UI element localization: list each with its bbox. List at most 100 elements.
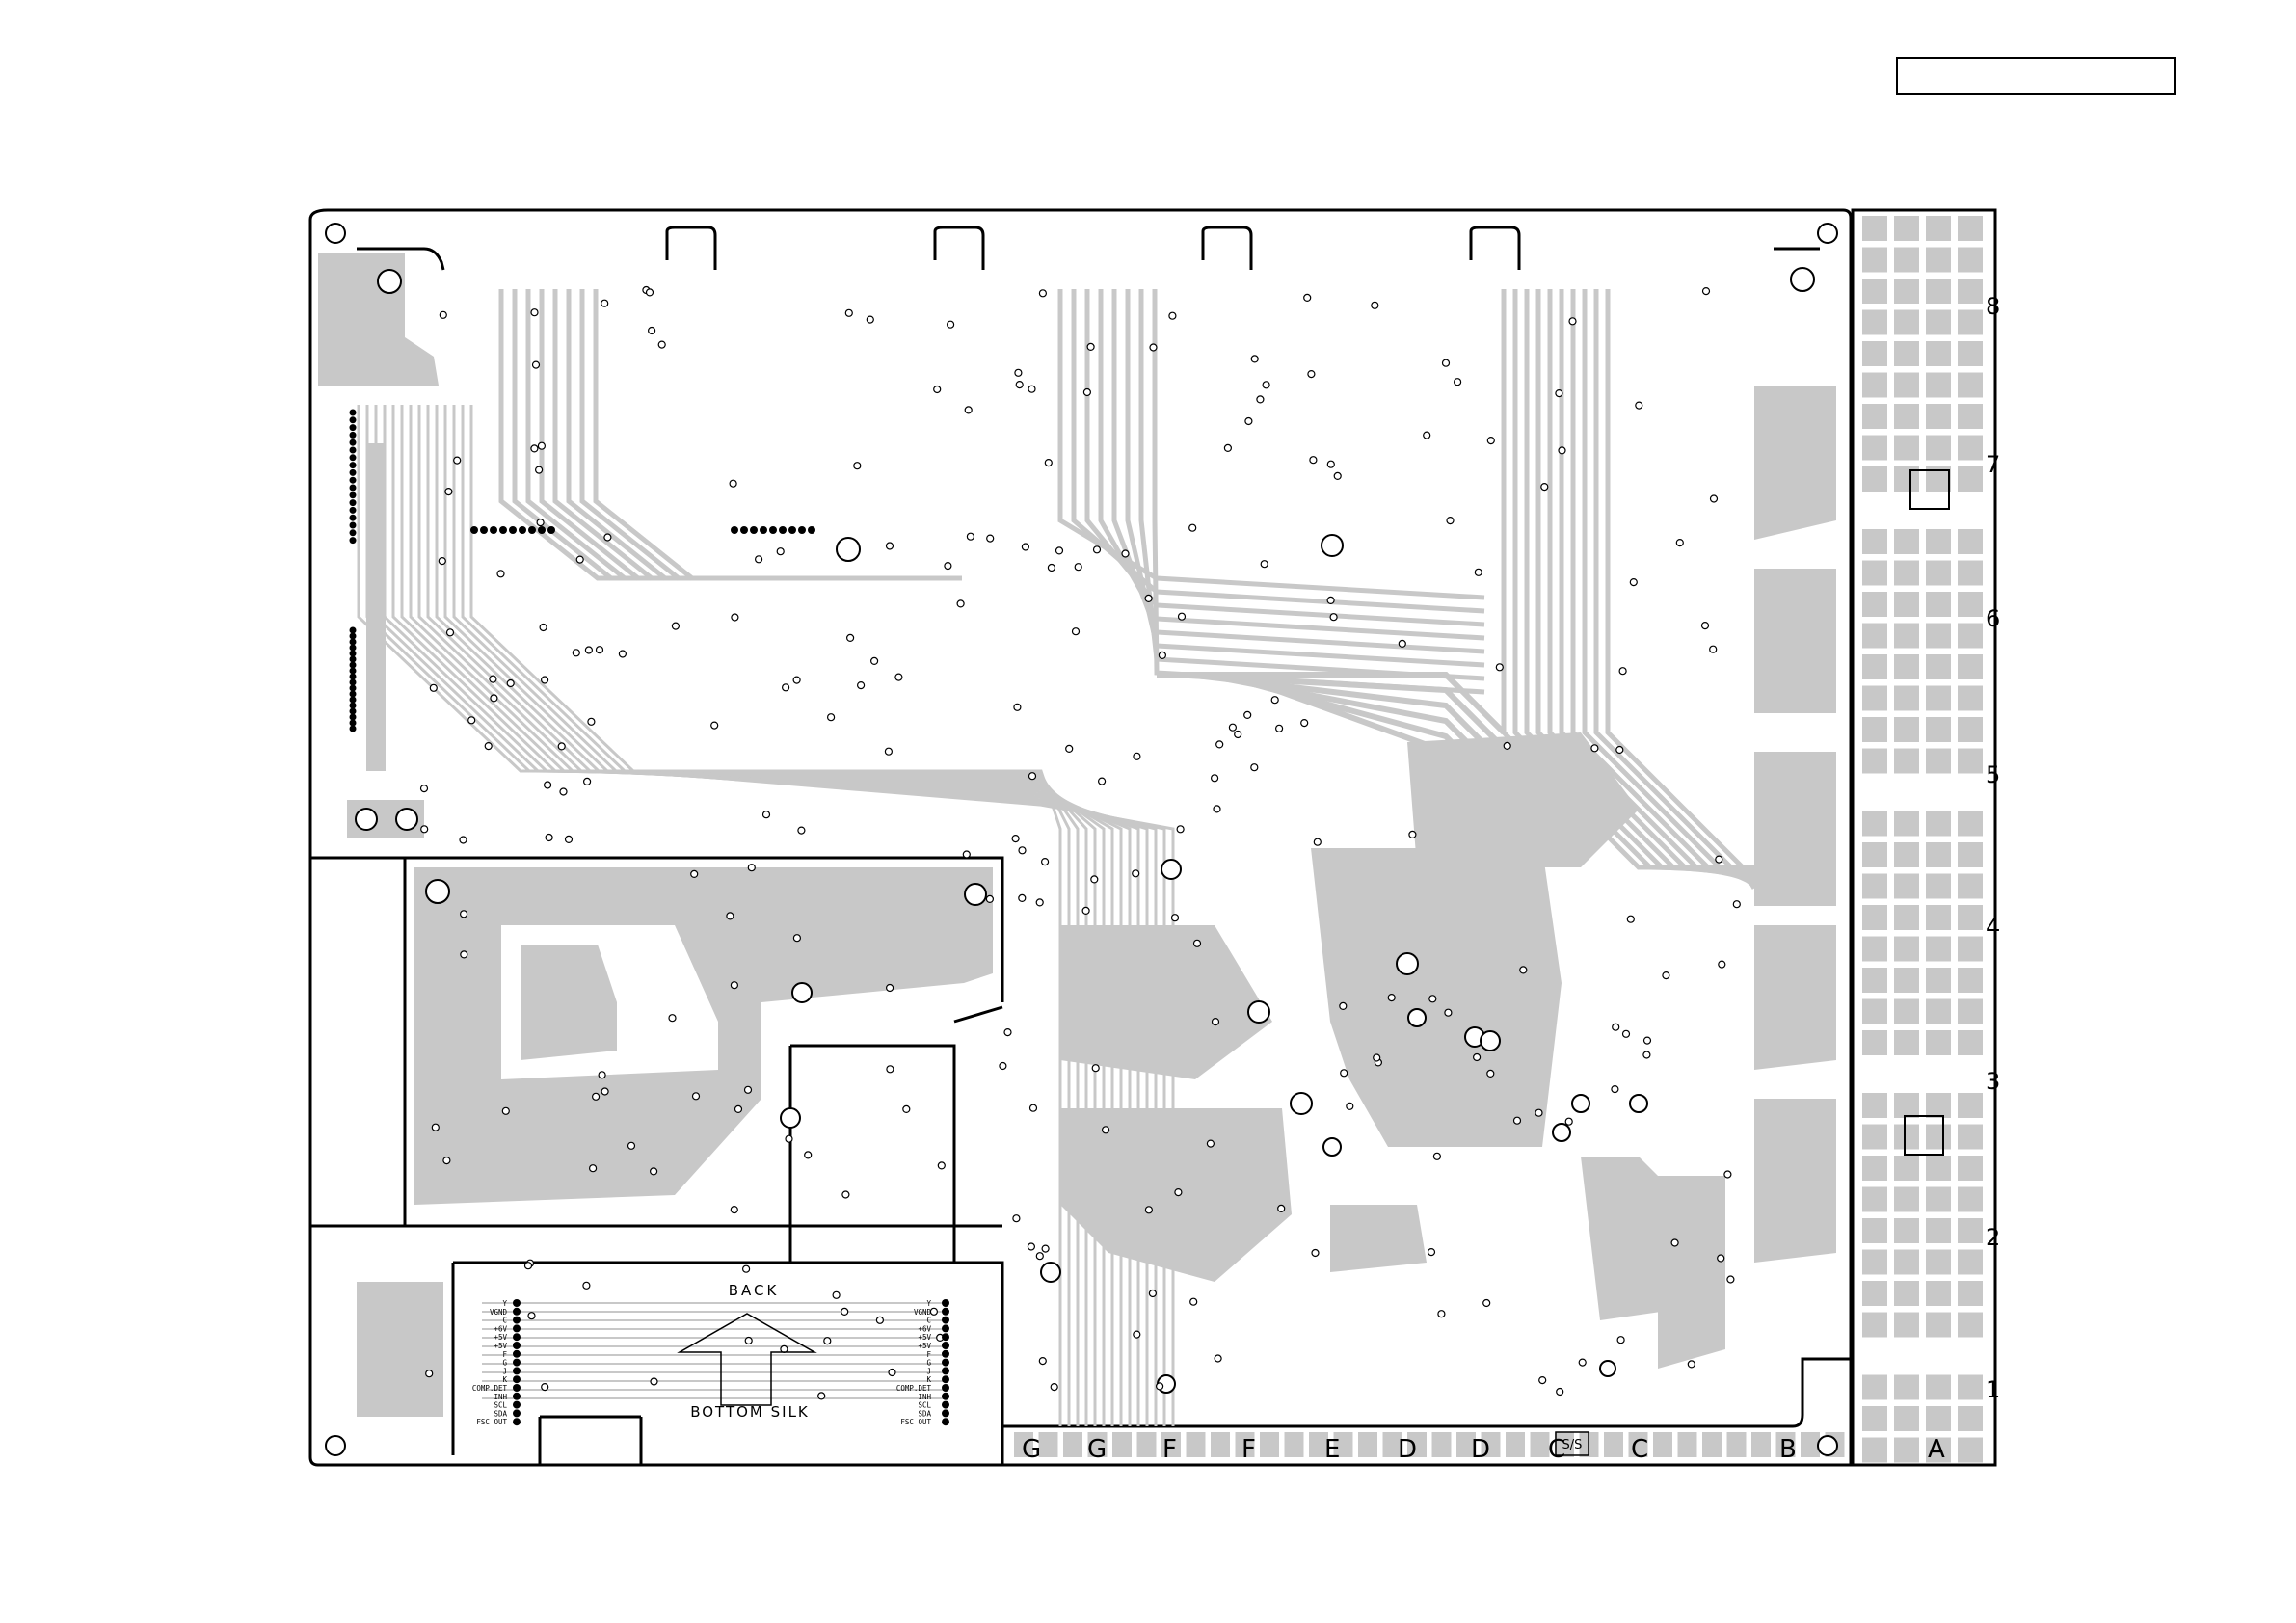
via [485, 743, 492, 750]
edge-pad [1862, 654, 1887, 679]
row-number: 6 [1986, 605, 2000, 632]
edge-pad [1894, 1375, 1919, 1400]
connector-label: VGND [914, 1308, 932, 1317]
bottom-pad [1506, 1432, 1525, 1457]
header-pin [519, 526, 526, 534]
row-number: 3 [1986, 1068, 2000, 1095]
via [1235, 732, 1241, 738]
header-pin [779, 526, 787, 534]
via [1000, 1063, 1006, 1070]
via [1091, 876, 1098, 883]
edge-pad [1958, 1281, 1983, 1306]
via [1443, 359, 1450, 366]
via [887, 1066, 894, 1073]
edge-pad [1894, 310, 1919, 335]
via [987, 535, 994, 542]
via [731, 982, 737, 989]
via [824, 1338, 831, 1344]
column-letter: C [1548, 1435, 1565, 1464]
via [1429, 996, 1436, 1002]
via [1056, 547, 1063, 554]
header-pin [942, 1333, 949, 1341]
via [1214, 806, 1220, 812]
via [432, 1124, 439, 1131]
via [1257, 396, 1264, 403]
via [538, 442, 545, 449]
via [1194, 940, 1201, 946]
header-pin [350, 720, 357, 727]
mount-hole [781, 1108, 800, 1128]
mount-hole [1600, 1361, 1615, 1376]
via [833, 1291, 840, 1298]
via [1015, 369, 1022, 376]
via [743, 1265, 750, 1272]
edge-pad [1926, 686, 1951, 711]
bottom-pad [1039, 1432, 1058, 1457]
header-pin [350, 639, 357, 646]
edge-pad [1958, 436, 1983, 461]
bottom-pad [1653, 1432, 1672, 1457]
via [763, 812, 770, 818]
via [445, 489, 452, 495]
via [468, 717, 475, 724]
via [1716, 856, 1722, 863]
via [1399, 640, 1405, 647]
edge-pad [1862, 404, 1887, 429]
edge-pad [1926, 905, 1951, 930]
edge-pad [1894, 529, 1919, 554]
header-pin [942, 1367, 949, 1374]
header-pin [350, 410, 357, 416]
via [651, 1378, 657, 1385]
via [507, 680, 514, 687]
via [786, 1135, 792, 1142]
via [1212, 775, 1218, 782]
header-pin [350, 703, 357, 709]
header-pin [513, 1367, 521, 1374]
edge-pad [1894, 404, 1919, 429]
via [876, 1317, 883, 1323]
title-box [1897, 58, 2175, 94]
via [533, 361, 540, 368]
edge-pad [1958, 905, 1983, 930]
connector-label: SDA [918, 1409, 931, 1418]
edge-pad [1894, 248, 1919, 273]
edge-pad [1862, 624, 1887, 649]
via [828, 714, 835, 721]
edge-pad [1958, 1313, 1983, 1338]
edge-pad [1862, 842, 1887, 867]
edge-pad [1958, 686, 1983, 711]
via [1245, 418, 1252, 425]
via [731, 1207, 737, 1213]
via [1087, 343, 1094, 350]
header-pin [350, 633, 357, 640]
via [1019, 894, 1026, 901]
edge-pad [1958, 404, 1983, 429]
via [1179, 613, 1186, 620]
via [1036, 899, 1043, 906]
via [1004, 1029, 1011, 1036]
via [711, 722, 718, 729]
mount-hole [1291, 1093, 1312, 1114]
column-letter: F [1241, 1435, 1256, 1464]
edge-pad [1958, 341, 1983, 366]
edge-pad [1926, 1250, 1951, 1275]
via [1092, 1065, 1099, 1072]
edge-pad [1894, 717, 1919, 742]
connector-label: +6V [494, 1324, 507, 1333]
edge-pad [1926, 812, 1951, 837]
mount-hole [378, 270, 401, 293]
edge-pad [1958, 1218, 1983, 1243]
bottom-pad [1727, 1432, 1747, 1457]
trace [1114, 289, 1484, 652]
via [528, 1313, 535, 1319]
header-pin [350, 499, 357, 506]
via [1304, 294, 1311, 301]
header-pin [942, 1317, 949, 1324]
via [502, 1107, 509, 1114]
via [965, 407, 972, 413]
edge-pad [1862, 1093, 1887, 1118]
via [1702, 623, 1709, 629]
edge-pad [1862, 1187, 1887, 1212]
header-pin [350, 685, 357, 692]
edge-pad [1894, 749, 1919, 774]
